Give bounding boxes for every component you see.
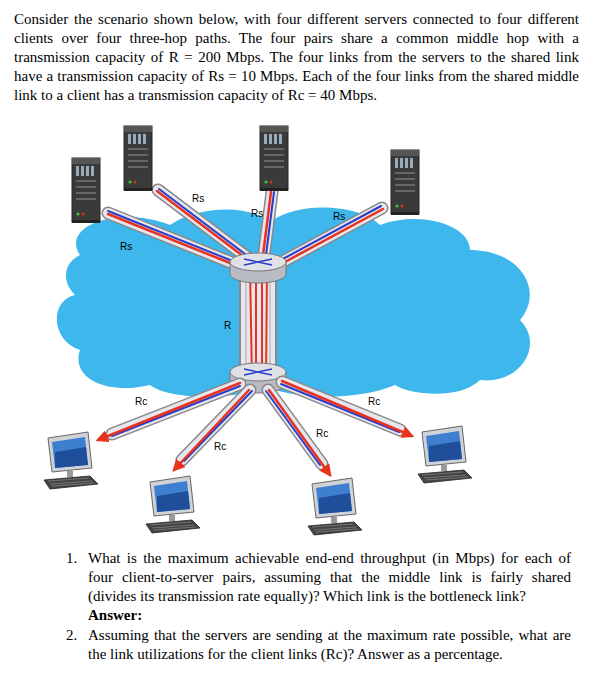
link-label: Rc xyxy=(214,441,226,453)
question-text: Assuming that the servers are sending at… xyxy=(88,626,571,664)
question-number: 1. xyxy=(66,549,77,568)
question-number: 2. xyxy=(66,626,77,645)
question-text: What is the maximum achievable end-end t… xyxy=(88,549,571,606)
link-label: R xyxy=(224,320,231,332)
link-label: Rc xyxy=(316,428,328,440)
answer-label: Answer: xyxy=(88,606,142,625)
link-label: Rs xyxy=(333,211,345,223)
link-label: Rs xyxy=(120,241,132,253)
link-label: Rc xyxy=(368,396,380,408)
link-label: Rs xyxy=(192,193,204,205)
intro-paragraph: Consider the scenario shown below, with … xyxy=(14,10,579,105)
link-label: Rc xyxy=(135,396,147,408)
link-label: Rs xyxy=(251,208,263,220)
